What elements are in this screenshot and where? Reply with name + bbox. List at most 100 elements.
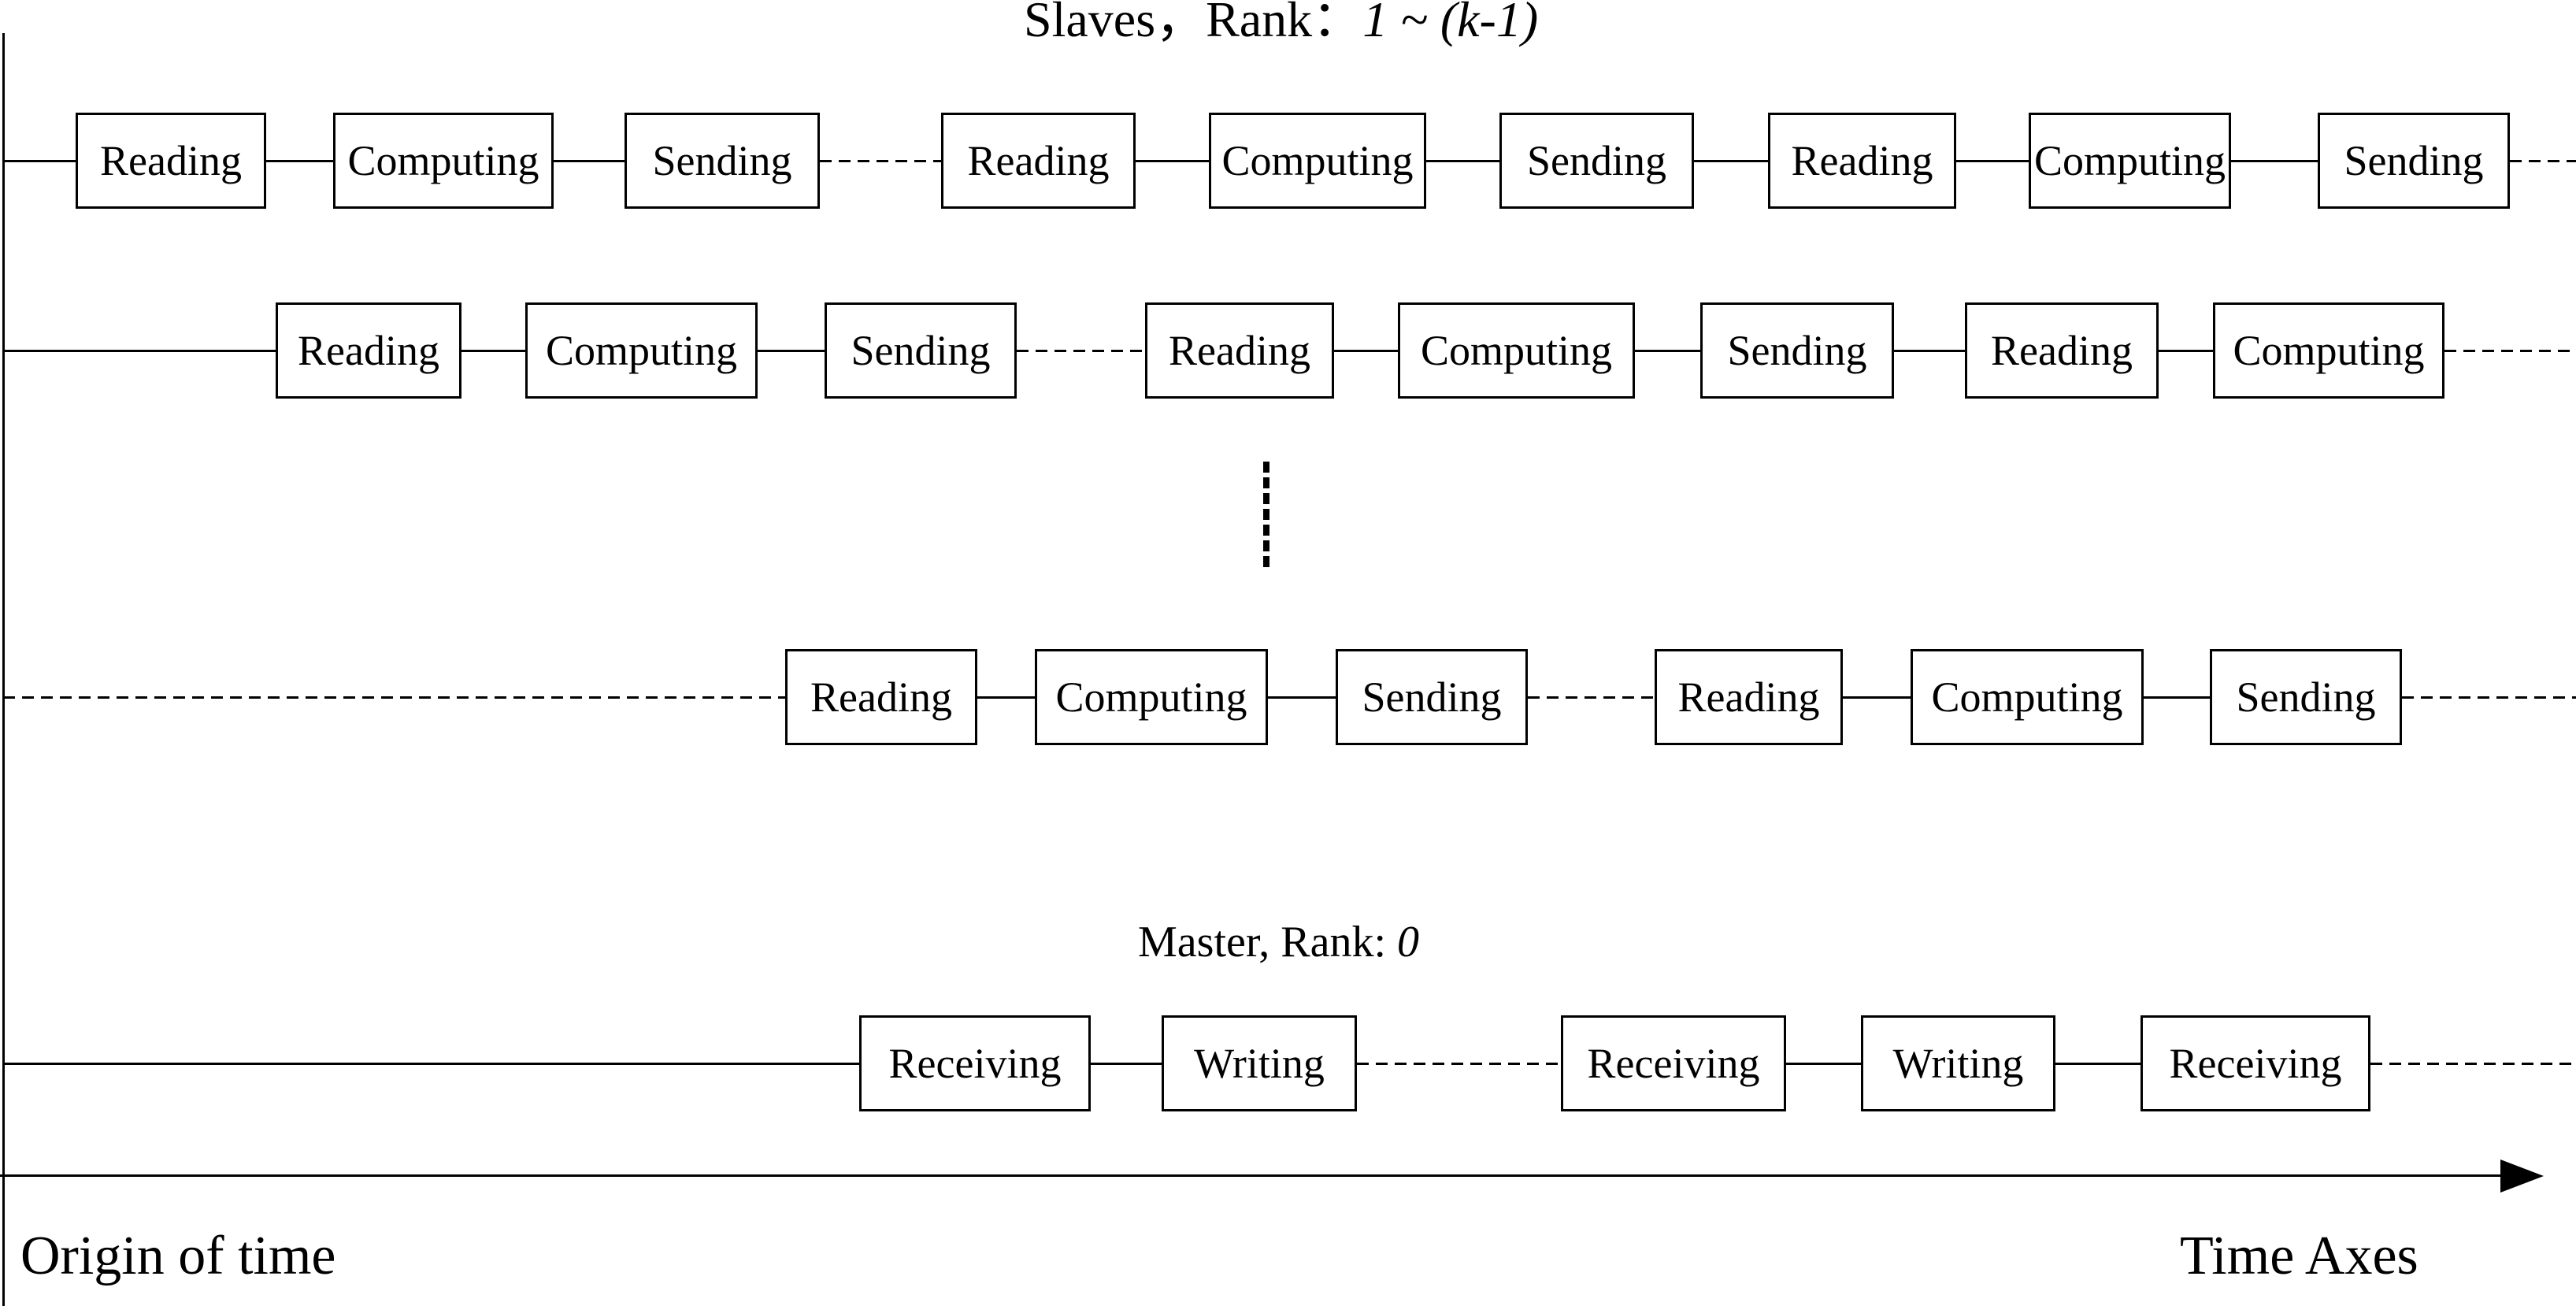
slave-rank-k-minus-1-lane: Reading Computing Sending Reading Computing S… xyxy=(3,649,2576,745)
process-box: Computing xyxy=(1209,113,1426,209)
process-box-label: Sending xyxy=(1526,137,1666,184)
process-box-label: Reading xyxy=(1991,327,2133,374)
process-box: Computing xyxy=(1035,649,1268,745)
solid-connector-line xyxy=(977,696,1035,699)
slaves-title-text: Slaves，Rank： xyxy=(1024,0,1363,47)
solid-connector-line xyxy=(1894,349,1965,352)
process-box: Sending xyxy=(1700,302,1894,399)
solid-connector-line xyxy=(1091,1062,1162,1065)
slaves-rank-range: 1 ~ (k-1) xyxy=(1362,0,1539,47)
process-box-label: Sending xyxy=(851,327,991,374)
process-box-label: Reading xyxy=(100,137,242,184)
solid-connector-line xyxy=(1268,696,1336,699)
solid-connector-line xyxy=(1843,696,1911,699)
process-box: Receiving xyxy=(1561,1015,1786,1111)
process-box: Sending xyxy=(1336,649,1528,745)
process-box-label: Sending xyxy=(1362,673,1502,721)
process-box: Sending xyxy=(825,302,1017,399)
solid-connector-line xyxy=(2055,1062,2140,1065)
process-box: Computing xyxy=(2213,302,2444,399)
process-box: Receiving xyxy=(859,1015,1091,1111)
process-box: Writing xyxy=(1162,1015,1357,1111)
master-title: Master, Rank: 0 xyxy=(1138,920,1419,964)
process-box-label: Computing xyxy=(545,327,738,374)
dashed-connector-line xyxy=(2510,159,2576,162)
origin-of-time-label: Origin of time xyxy=(20,1226,336,1286)
solid-connector-line xyxy=(1786,1062,1861,1065)
dashed-connector-line xyxy=(2444,349,2576,352)
process-box: Computing xyxy=(525,302,758,399)
slave-rank-2-lane: Reading Computing Sending Reading Computing S… xyxy=(3,302,2576,399)
slave-rank-1-lane: Reading Computing Sending Reading Computing S… xyxy=(3,113,2576,209)
process-box-label: Reading xyxy=(967,137,1110,184)
vertical-ellipsis xyxy=(1263,462,1269,567)
process-box: Reading xyxy=(1655,649,1843,745)
process-box: Writing xyxy=(1861,1015,2055,1111)
solid-connector-line xyxy=(1956,159,2029,162)
master-rank-value: 0 xyxy=(1397,918,1420,967)
solid-connector-line xyxy=(266,159,333,162)
dashed-connector-line xyxy=(820,159,941,162)
process-box: Reading xyxy=(1145,302,1334,399)
process-box: Computing xyxy=(1398,302,1635,399)
solid-connector-line xyxy=(3,159,76,162)
process-box: Sending xyxy=(625,113,820,209)
solid-connector-line xyxy=(758,349,825,352)
dashed-connector-line xyxy=(1357,1062,1561,1065)
process-box-label: Reading xyxy=(1791,137,1933,184)
time-axes-label: Time Axes xyxy=(2180,1226,2418,1286)
process-box-label: Computing xyxy=(2033,137,2226,184)
time-origin-axis-line xyxy=(2,33,5,1306)
time-axis-arrowhead-icon xyxy=(2500,1159,2544,1193)
process-box-label: Receiving xyxy=(1587,1040,1760,1087)
solid-connector-line xyxy=(1426,159,1499,162)
process-box: Sending xyxy=(2210,649,2402,745)
process-box-label: Sending xyxy=(652,137,792,184)
process-box-label: Writing xyxy=(1892,1040,2024,1087)
process-box: Computing xyxy=(2029,113,2231,209)
process-box-label: Reading xyxy=(1677,673,1820,721)
process-box: Sending xyxy=(2318,113,2510,209)
process-box-label: Computing xyxy=(2233,327,2425,374)
process-box-label: Sending xyxy=(2236,673,2376,721)
process-box-label: Writing xyxy=(1194,1040,1325,1087)
process-box: Reading xyxy=(276,302,461,399)
process-box-label: Reading xyxy=(298,327,439,374)
process-box: Computing xyxy=(333,113,554,209)
solid-connector-line xyxy=(1694,159,1768,162)
dashed-connector-line xyxy=(1017,349,1145,352)
process-box-label: Sending xyxy=(1727,327,1867,374)
solid-connector-line xyxy=(3,349,276,352)
process-box: Reading xyxy=(76,113,266,209)
dashed-connector-line xyxy=(2402,696,2576,699)
process-box: Receiving xyxy=(2140,1015,2370,1111)
solid-connector-line xyxy=(2144,696,2210,699)
process-box: Sending xyxy=(1499,113,1694,209)
process-box-label: Reading xyxy=(1169,327,1310,374)
process-box: Reading xyxy=(941,113,1136,209)
dashed-connector-line xyxy=(1528,696,1655,699)
process-box: Reading xyxy=(1965,302,2159,399)
process-box-label: Computing xyxy=(1420,327,1613,374)
process-box: Computing xyxy=(1911,649,2144,745)
process-box-label: Computing xyxy=(347,137,539,184)
solid-connector-line xyxy=(3,1062,859,1065)
solid-connector-line xyxy=(554,159,625,162)
process-box-label: Computing xyxy=(1055,673,1247,721)
solid-connector-line xyxy=(1334,349,1398,352)
process-box-label: Computing xyxy=(1931,673,2123,721)
time-axis-line xyxy=(0,1159,2544,1193)
dashed-connector-line xyxy=(2370,1062,2576,1065)
process-box-label: Sending xyxy=(2344,137,2484,184)
solid-connector-line xyxy=(461,349,525,352)
process-box: Reading xyxy=(1768,113,1956,209)
process-box-label: Receiving xyxy=(2169,1040,2342,1087)
master-lane: Receiving Writing Receiving Writing Receivin… xyxy=(3,1015,2576,1111)
process-box-label: Computing xyxy=(1221,137,1414,184)
solid-connector-line xyxy=(2159,349,2213,352)
solid-connector-line xyxy=(1136,159,1209,162)
dashed-connector-line xyxy=(3,696,785,699)
process-box-label: Receiving xyxy=(888,1040,1062,1087)
process-box-label: Reading xyxy=(810,673,952,721)
